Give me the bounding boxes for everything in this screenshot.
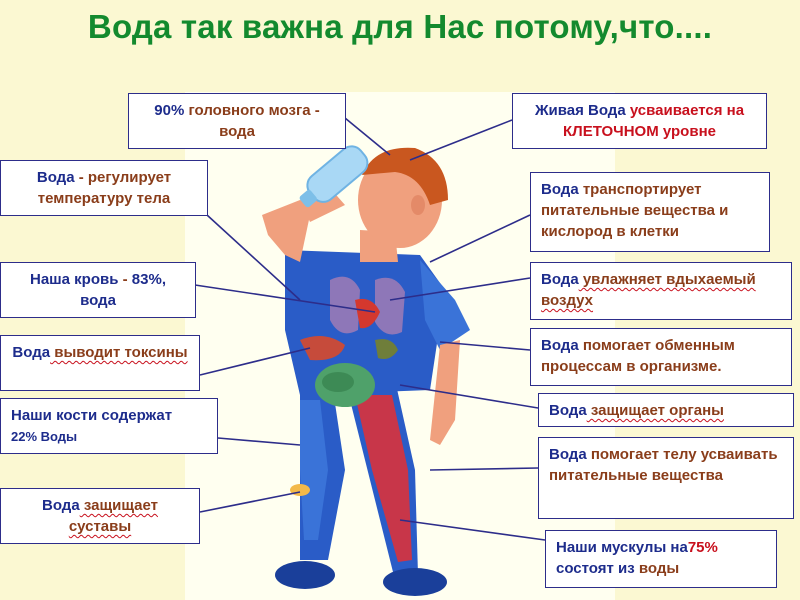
page-title: Вода так важна для Нас потому,что.... [87, 8, 713, 45]
joints-water: Вода [42, 497, 80, 514]
bones-tail: Воды [37, 429, 78, 444]
absorb-text: помогает телу усваивать питательные веще… [549, 446, 778, 484]
humid-text: увлажняет вдыхаемый воздух [541, 271, 756, 309]
toxins-text: выводит токсины [50, 344, 188, 361]
blood-pct: 83% [131, 271, 162, 288]
organs-text: защищает органы [586, 402, 724, 419]
blood-label: Наша кровь [29, 271, 119, 288]
brain-pct: 90% [154, 102, 185, 119]
muscles-label: Наши мускулы на [556, 539, 688, 556]
box-organs: Вода защищает органы [538, 393, 794, 427]
humid-water: Вода [541, 271, 579, 288]
muscles-tail: воды [634, 560, 680, 577]
box-transport: Вода транспортирует питательные вещества… [530, 172, 770, 252]
absorb-water: Вода [549, 446, 587, 463]
box-metabolism: Вода помогает обменным процессам в орган… [530, 328, 792, 386]
transport-text: транспортирует питательные вещества и ки… [541, 181, 729, 240]
temp-water: Вода [36, 169, 75, 186]
box-blood: Наша кровь - 83%, вода [0, 262, 196, 318]
box-brain: 90% головного мозга - вода [128, 93, 346, 149]
muscles-text: состоят из [556, 560, 635, 577]
blood-dash: - [118, 271, 132, 288]
brain-text: головного мозга - вода [184, 102, 320, 140]
box-temperature: Вода - регулирует температуру тела [0, 160, 208, 216]
box-bones: Наши кости содержат 22% Воды [0, 398, 218, 454]
human-figure-illustration [262, 145, 470, 596]
muscles-pct: 75% [687, 539, 718, 556]
cell-label: Живая Вода [534, 102, 626, 119]
joints-text: защищает суставы [68, 497, 158, 535]
blood-tail: , вода [80, 271, 166, 309]
cell-text: усваивается на КЛЕТОЧНОМ уровне [563, 102, 745, 140]
temp-text: - регулирует температуру тела [37, 169, 172, 207]
bones-label: Наши кости содержат [11, 407, 173, 424]
bones-pct: 22% [11, 429, 38, 444]
transport-water: Вода [541, 181, 579, 198]
box-joints: Вода защищает суставы [0, 488, 200, 544]
metab-water: Вода [541, 337, 579, 354]
box-absorb: Вода помогает телу усваивать питательные… [538, 437, 794, 519]
metab-text: помогает обменным процессам в организме. [541, 337, 735, 375]
organs-water: Вода [549, 402, 587, 419]
toxins-water: Вода [12, 344, 51, 361]
box-toxins: Вода выводит токсины [0, 335, 200, 391]
box-cell-level: Живая Вода усваивается на КЛЕТОЧНОМ уров… [512, 93, 767, 149]
connector-lines [194, 117, 546, 541]
box-muscles: Наши мускулы на75% состоят из воды [545, 530, 777, 588]
box-humidify: Вода увлажняет вдыхаемый воздух [530, 262, 792, 320]
